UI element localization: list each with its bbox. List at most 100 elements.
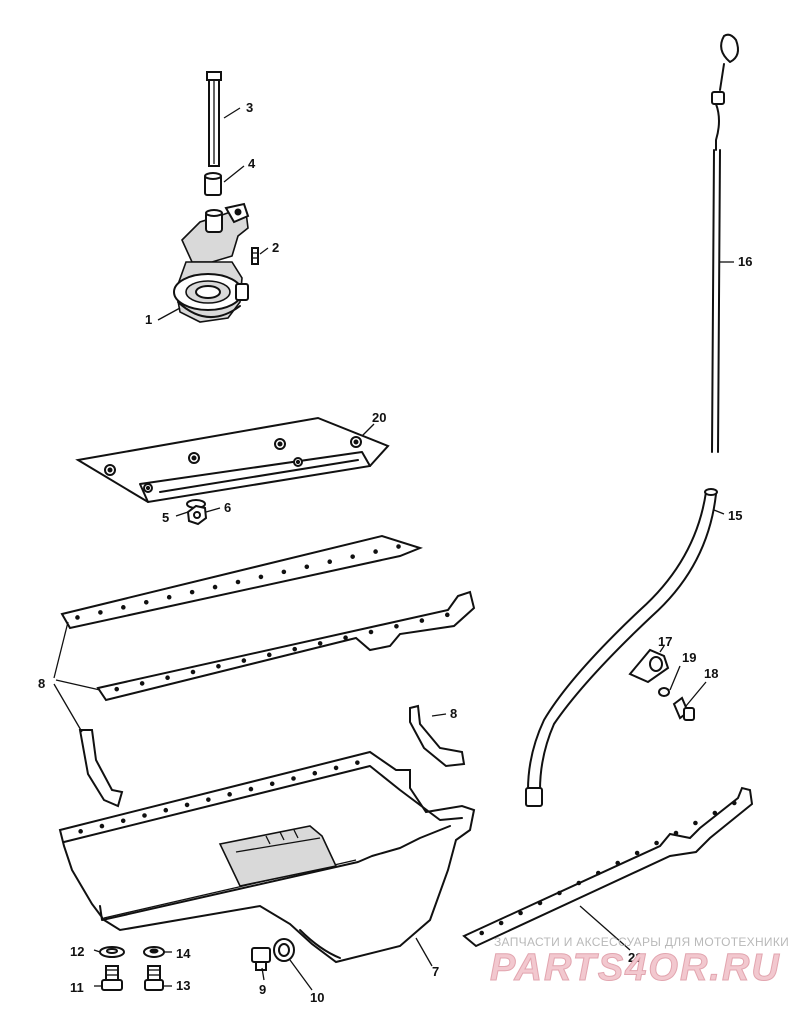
callout-9: 9 — [259, 982, 266, 997]
rear-seal-part-8 — [78, 729, 124, 808]
bolt-hole — [355, 760, 360, 765]
pan-gasket-upper-part-8 — [60, 534, 423, 630]
pin-part-2 — [251, 247, 259, 265]
watermark-brand: PARTS4OR.RU — [490, 947, 781, 989]
bolt-hole — [419, 618, 425, 623]
tube-clip-part-17 — [628, 648, 670, 684]
callout-3: 3 — [246, 100, 253, 115]
bolt-hole — [518, 910, 523, 916]
callout-8-right: 8 — [450, 706, 457, 721]
bolt-hole — [121, 605, 126, 610]
callout-6: 6 — [224, 500, 231, 515]
callout-12: 12 — [70, 944, 84, 959]
callout-15: 15 — [728, 508, 742, 523]
bolt-hole — [317, 641, 323, 646]
bolt-hole — [269, 781, 275, 787]
nut-part-6 — [186, 504, 208, 526]
bolt-hole — [343, 635, 348, 641]
callout-14: 14 — [176, 946, 191, 961]
callout-16: 16 — [738, 254, 752, 269]
bolt-part-11 — [101, 965, 123, 991]
bolt-hole — [654, 840, 659, 846]
dipstick-tube-part-15 — [525, 488, 718, 807]
bolt-hole — [75, 615, 80, 620]
bolt-hole — [165, 675, 170, 681]
oil-pump-part-1 — [173, 202, 250, 323]
bolt-hole — [634, 850, 640, 856]
callout-labels: 3 4 2 1 5 6 20 8 8 7 9 10 12 11 14 13 15… — [38, 100, 752, 1005]
rail-gasket-part-21 — [462, 786, 754, 948]
watermark: ЗАПЧАСТИ И АКСЕССУАРЫ ДЛЯ МОТОТЕХНИКИ PA… — [490, 935, 789, 990]
callout-13: 13 — [176, 978, 190, 993]
bolt-hole — [120, 818, 126, 824]
bolt-hole — [216, 663, 221, 669]
windage-tray-part-20 — [75, 416, 390, 504]
bolt-hole — [394, 623, 399, 629]
callout-8-left: 8 — [38, 676, 45, 691]
bolt-hole — [227, 792, 232, 797]
callout-1: 1 — [145, 312, 152, 327]
pickup-tube-part-3 — [206, 71, 222, 167]
callout-19: 19 — [682, 650, 696, 665]
bolt-hole — [139, 681, 145, 686]
bolt-hole — [189, 589, 195, 595]
bolt-hole — [498, 920, 504, 926]
bolt-hole — [673, 830, 679, 836]
bolt-hole — [304, 564, 310, 570]
bolt-hole — [396, 544, 401, 549]
bolt-hole — [350, 554, 355, 559]
callout-10: 10 — [310, 990, 324, 1005]
drain-plug-part-9 — [251, 947, 271, 971]
bolt-part-18 — [672, 696, 695, 721]
nut-part-14 — [143, 946, 165, 958]
bolt-hole — [557, 890, 562, 896]
bolt-hole — [327, 559, 333, 565]
front-seal-part-8 — [409, 704, 466, 768]
washer-part-12 — [99, 946, 125, 958]
bolt-hole — [333, 765, 339, 771]
bolt-hole — [235, 579, 241, 585]
bolt-hole — [291, 776, 296, 781]
bolt-hole — [595, 870, 601, 876]
bolt-hole — [241, 658, 247, 663]
bolt-hole — [166, 594, 172, 600]
callout-18: 18 — [704, 666, 718, 681]
bolt-hole — [368, 629, 374, 635]
bolt-hole — [712, 810, 718, 816]
bolt-hole — [258, 574, 264, 580]
stud-part-13 — [144, 965, 164, 991]
bolt-hole — [373, 549, 378, 554]
bolt-hole — [615, 860, 621, 866]
bolt-hole — [281, 569, 287, 575]
sleeve-part-4 — [204, 172, 222, 196]
bolt-hole — [731, 800, 737, 806]
bolt-hole — [479, 930, 485, 936]
leader-lines — [53, 107, 734, 991]
bolt-hole — [212, 584, 218, 590]
callout-17: 17 — [658, 634, 672, 649]
bolt-hole — [184, 802, 190, 808]
bolt-hole — [78, 829, 83, 834]
callout-5: 5 — [162, 510, 169, 525]
bolt-hole — [693, 820, 698, 826]
bolt-hole — [190, 669, 196, 675]
pan-gasket-side-part-8 — [96, 590, 476, 702]
bolt-hole — [142, 813, 147, 818]
bolt-hole — [537, 900, 543, 906]
bolt-hole — [444, 612, 450, 618]
dipstick-part-16 — [711, 33, 739, 453]
bolt-hole — [143, 599, 149, 605]
bolt-hole — [98, 610, 103, 615]
bolt-hole — [206, 797, 211, 802]
callout-21: 21 — [628, 950, 642, 965]
callout-7: 7 — [432, 964, 439, 979]
bolt-hole — [292, 646, 298, 652]
bolt-hole — [248, 786, 254, 792]
bolt-hole — [114, 686, 120, 692]
oil-pan-part-7 — [58, 750, 476, 964]
bolt-hole — [576, 880, 582, 886]
callout-4: 4 — [248, 156, 256, 171]
lock-washer-part-19 — [658, 687, 670, 697]
